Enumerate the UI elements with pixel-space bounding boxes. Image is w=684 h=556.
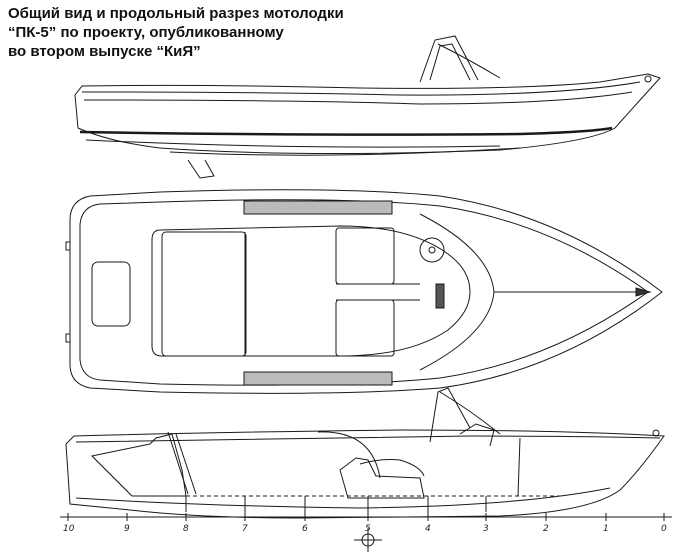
section-deck-line <box>75 435 661 443</box>
side-windshield-inner <box>429 43 471 81</box>
section-midship-symbol <box>354 528 382 552</box>
top-nonslip-pad-right <box>243 200 393 215</box>
side-view <box>74 35 661 179</box>
side-fender-line <box>79 126 613 136</box>
section-rear-seat <box>90 433 187 497</box>
top-windshield-curve <box>419 213 495 371</box>
station-label-3: 3 <box>483 524 489 534</box>
figure-caption: Общий вид и продольный разрез мотолодки … <box>8 4 428 61</box>
top-center-console <box>336 283 420 301</box>
top-steering-wheel <box>419 237 445 263</box>
section-seat-cushion <box>359 459 425 477</box>
section-steering-arc <box>317 431 381 479</box>
section-frames <box>185 496 487 516</box>
station-label-8: 8 <box>183 524 189 534</box>
station-label-4: 4 <box>425 524 431 534</box>
caption-line-3: во втором выпуске “КиЯ” <box>8 43 201 60</box>
station-label-0: 0 <box>661 524 667 534</box>
station-label-2: 2 <box>543 524 549 534</box>
side-sheer-line <box>81 81 641 96</box>
top-seat-left <box>335 299 395 357</box>
top-hull-outline <box>69 189 663 394</box>
caption-line-2: “ПК-5” по проекту, опубликованному <box>8 24 284 41</box>
top-cockpit-outline <box>151 225 471 357</box>
station-label-7: 7 <box>242 524 248 534</box>
top-view <box>65 189 663 394</box>
section-front-seat <box>339 457 425 499</box>
section-dash <box>459 423 495 447</box>
section-bow-cleat <box>652 429 660 437</box>
station-label-9: 9 <box>124 524 130 534</box>
section-windshield-2 <box>439 391 501 435</box>
station-label-5: 5 <box>365 524 371 534</box>
side-windshield-frame <box>437 43 501 79</box>
station-label-1: 1 <box>603 524 609 534</box>
section-station-ticks <box>67 513 665 521</box>
side-chine-line <box>85 139 501 148</box>
caption-line-1: Общий вид и продольный разрез мотолодки <box>8 5 344 22</box>
top-seat-right <box>335 227 395 285</box>
side-hull-outline <box>74 73 661 155</box>
top-rear-seat <box>161 231 247 357</box>
station-labels: 10 9 8 7 6 5 4 3 2 1 0 <box>63 524 667 534</box>
section-forward-bulkhead <box>517 437 521 497</box>
top-nonslip-pad-left <box>243 371 393 386</box>
station-label-10: 10 <box>63 524 75 534</box>
top-dash-instrument <box>435 283 445 309</box>
side-bow-cleat <box>644 75 652 83</box>
side-motor-skeg <box>187 159 215 179</box>
top-stern-notch <box>65 241 70 343</box>
station-label-6: 6 <box>302 524 308 534</box>
section-windshield <box>429 387 471 443</box>
side-deck-line <box>83 91 633 105</box>
top-bow-fitting <box>635 287 652 297</box>
section-keel-inner <box>75 487 611 509</box>
section-view <box>60 387 672 552</box>
side-keel-line <box>169 147 521 156</box>
top-engine-well <box>91 261 131 327</box>
section-seat-back <box>167 431 197 495</box>
section-hull-outline <box>65 429 665 519</box>
top-steering-hub <box>428 246 436 254</box>
side-windshield <box>419 35 479 83</box>
